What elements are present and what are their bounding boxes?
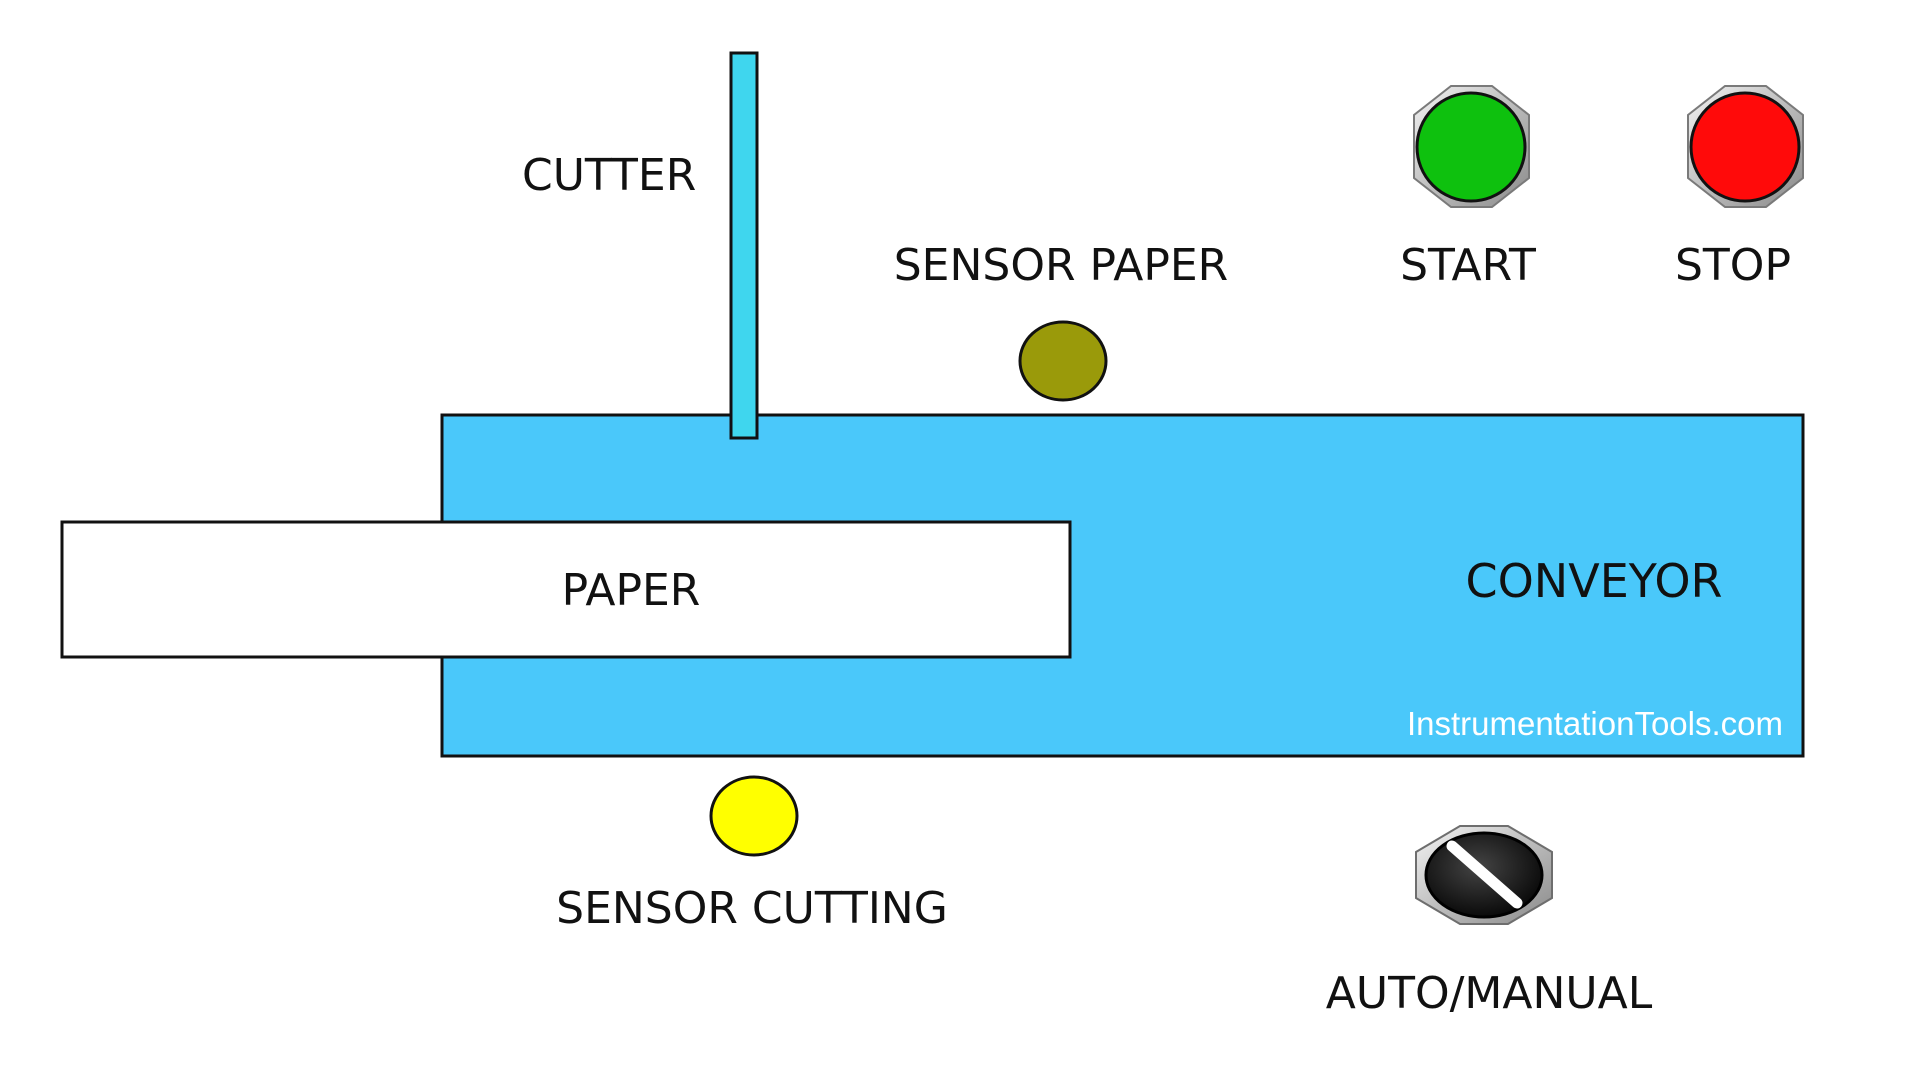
start-button[interactable] — [1413, 85, 1530, 208]
stop-label: STOP — [1675, 240, 1791, 291]
sensor-paper-label: SENSOR PAPER — [894, 240, 1229, 291]
paper-label: PAPER — [562, 565, 701, 616]
start-button-cap[interactable] — [1415, 91, 1527, 203]
cutter-label: CUTTER — [522, 150, 696, 201]
paper — [60, 520, 1072, 659]
auto-manual-label: AUTO/MANUAL — [1326, 968, 1653, 1019]
sensor-paper-indicator — [1018, 320, 1108, 402]
cutter-blade — [729, 51, 759, 440]
start-label: START — [1400, 240, 1536, 291]
stop-button-cap[interactable] — [1689, 91, 1801, 203]
watermark-text: InstrumentationTools.com — [1407, 705, 1783, 742]
auto-manual-selector-switch[interactable] — [1415, 825, 1553, 925]
conveyor-label: CONVEYOR — [1465, 554, 1722, 608]
stop-button[interactable] — [1687, 85, 1804, 208]
sensor-cutting-indicator — [709, 775, 799, 857]
selector-switch-indicator — [1446, 840, 1523, 909]
sensor-cutting-label: SENSOR CUTTING — [556, 883, 948, 934]
